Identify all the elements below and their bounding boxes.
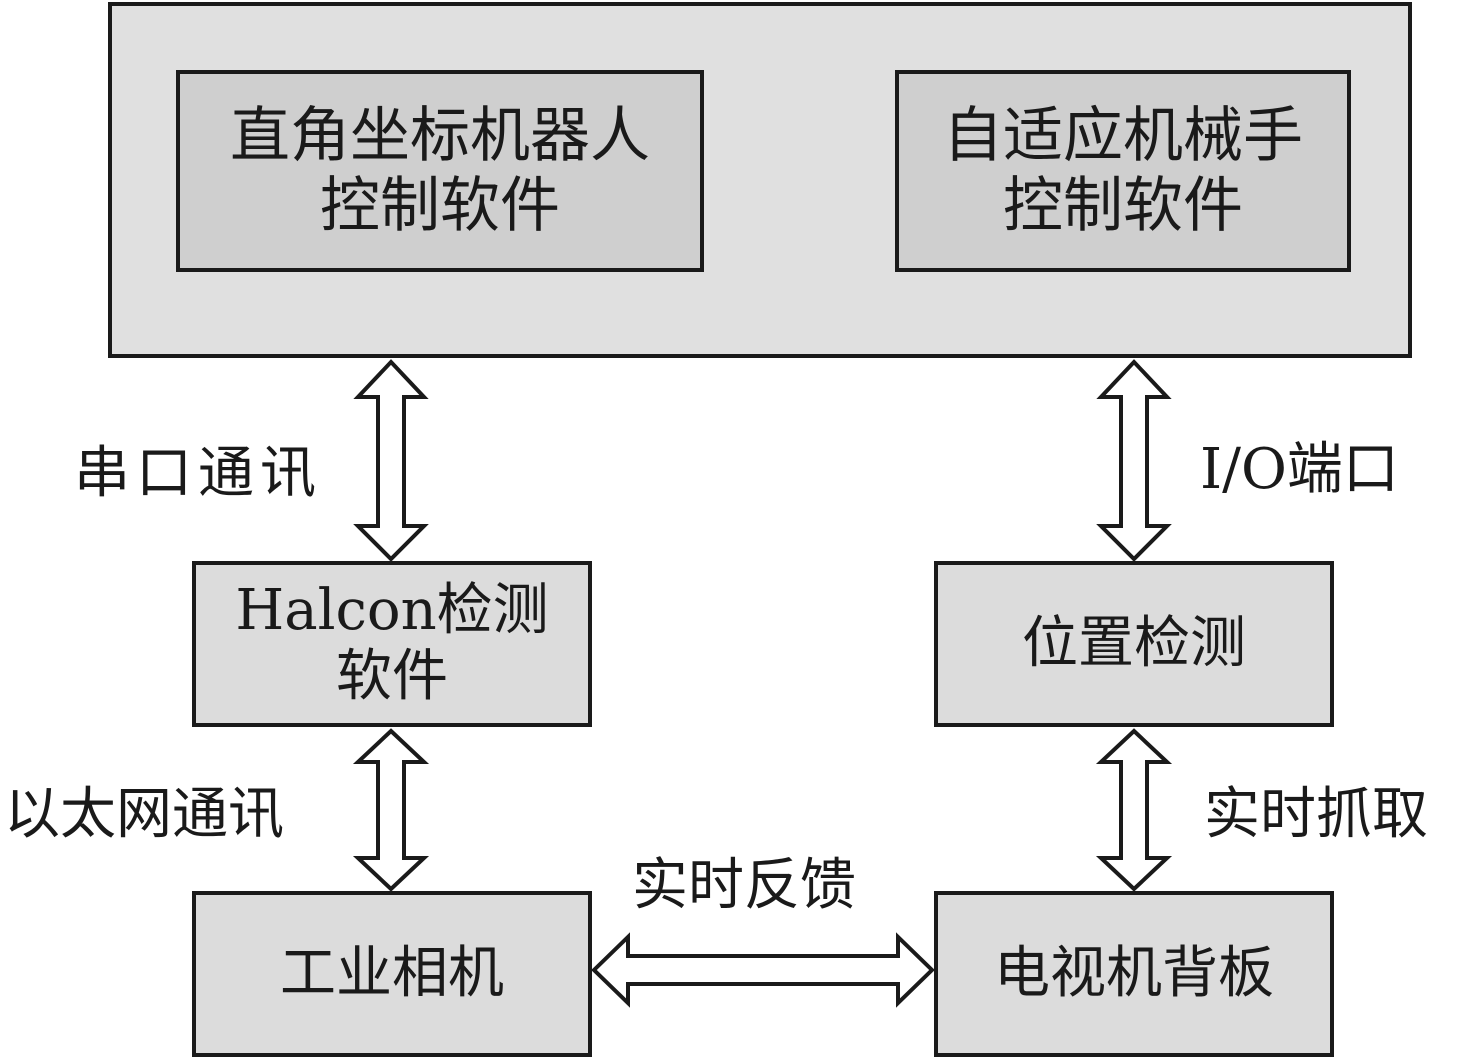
realtime-feedback-label: 实时反馈 bbox=[632, 853, 856, 918]
position-detection-box: 位置检测 bbox=[934, 561, 1334, 727]
position-detection-label: 位置检测 bbox=[1022, 611, 1246, 676]
ethernet-double-arrow bbox=[352, 728, 430, 892]
io-double-arrow bbox=[1096, 359, 1172, 562]
serial-double-arrow bbox=[353, 359, 429, 562]
serial-comm-label: 串口通讯 bbox=[74, 441, 322, 506]
industrial-camera-label: 工业相机 bbox=[280, 941, 504, 1006]
adaptive-gripper-control-software-box: 自适应机械手 控制软件 bbox=[895, 70, 1351, 272]
grab-double-arrow bbox=[1095, 728, 1173, 892]
halcon-detection-software-box: Halcon检测 软件 bbox=[192, 561, 592, 727]
industrial-camera-box: 工业相机 bbox=[192, 891, 592, 1057]
cartesian-robot-control-software-box: 直角坐标机器人 控制软件 bbox=[176, 70, 704, 272]
adaptive-gripper-line1: 自适应机械手 bbox=[943, 101, 1303, 171]
cartesian-robot-line1: 直角坐标机器人 bbox=[230, 101, 650, 171]
realtime-grab-label: 实时抓取 bbox=[1204, 782, 1428, 847]
feedback-double-arrow bbox=[591, 932, 935, 1008]
ethernet-comm-label: 以太网通讯 bbox=[4, 782, 284, 847]
halcon-line2: 软件 bbox=[336, 644, 448, 709]
tv-backplane-label: 电视机背板 bbox=[994, 941, 1274, 1006]
adaptive-gripper-line2: 控制软件 bbox=[1003, 171, 1243, 241]
halcon-line1: Halcon检测 bbox=[235, 578, 549, 643]
tv-backplane-box: 电视机背板 bbox=[934, 891, 1334, 1057]
io-port-label: I/O端口 bbox=[1200, 437, 1399, 502]
cartesian-robot-line2: 控制软件 bbox=[320, 171, 560, 241]
